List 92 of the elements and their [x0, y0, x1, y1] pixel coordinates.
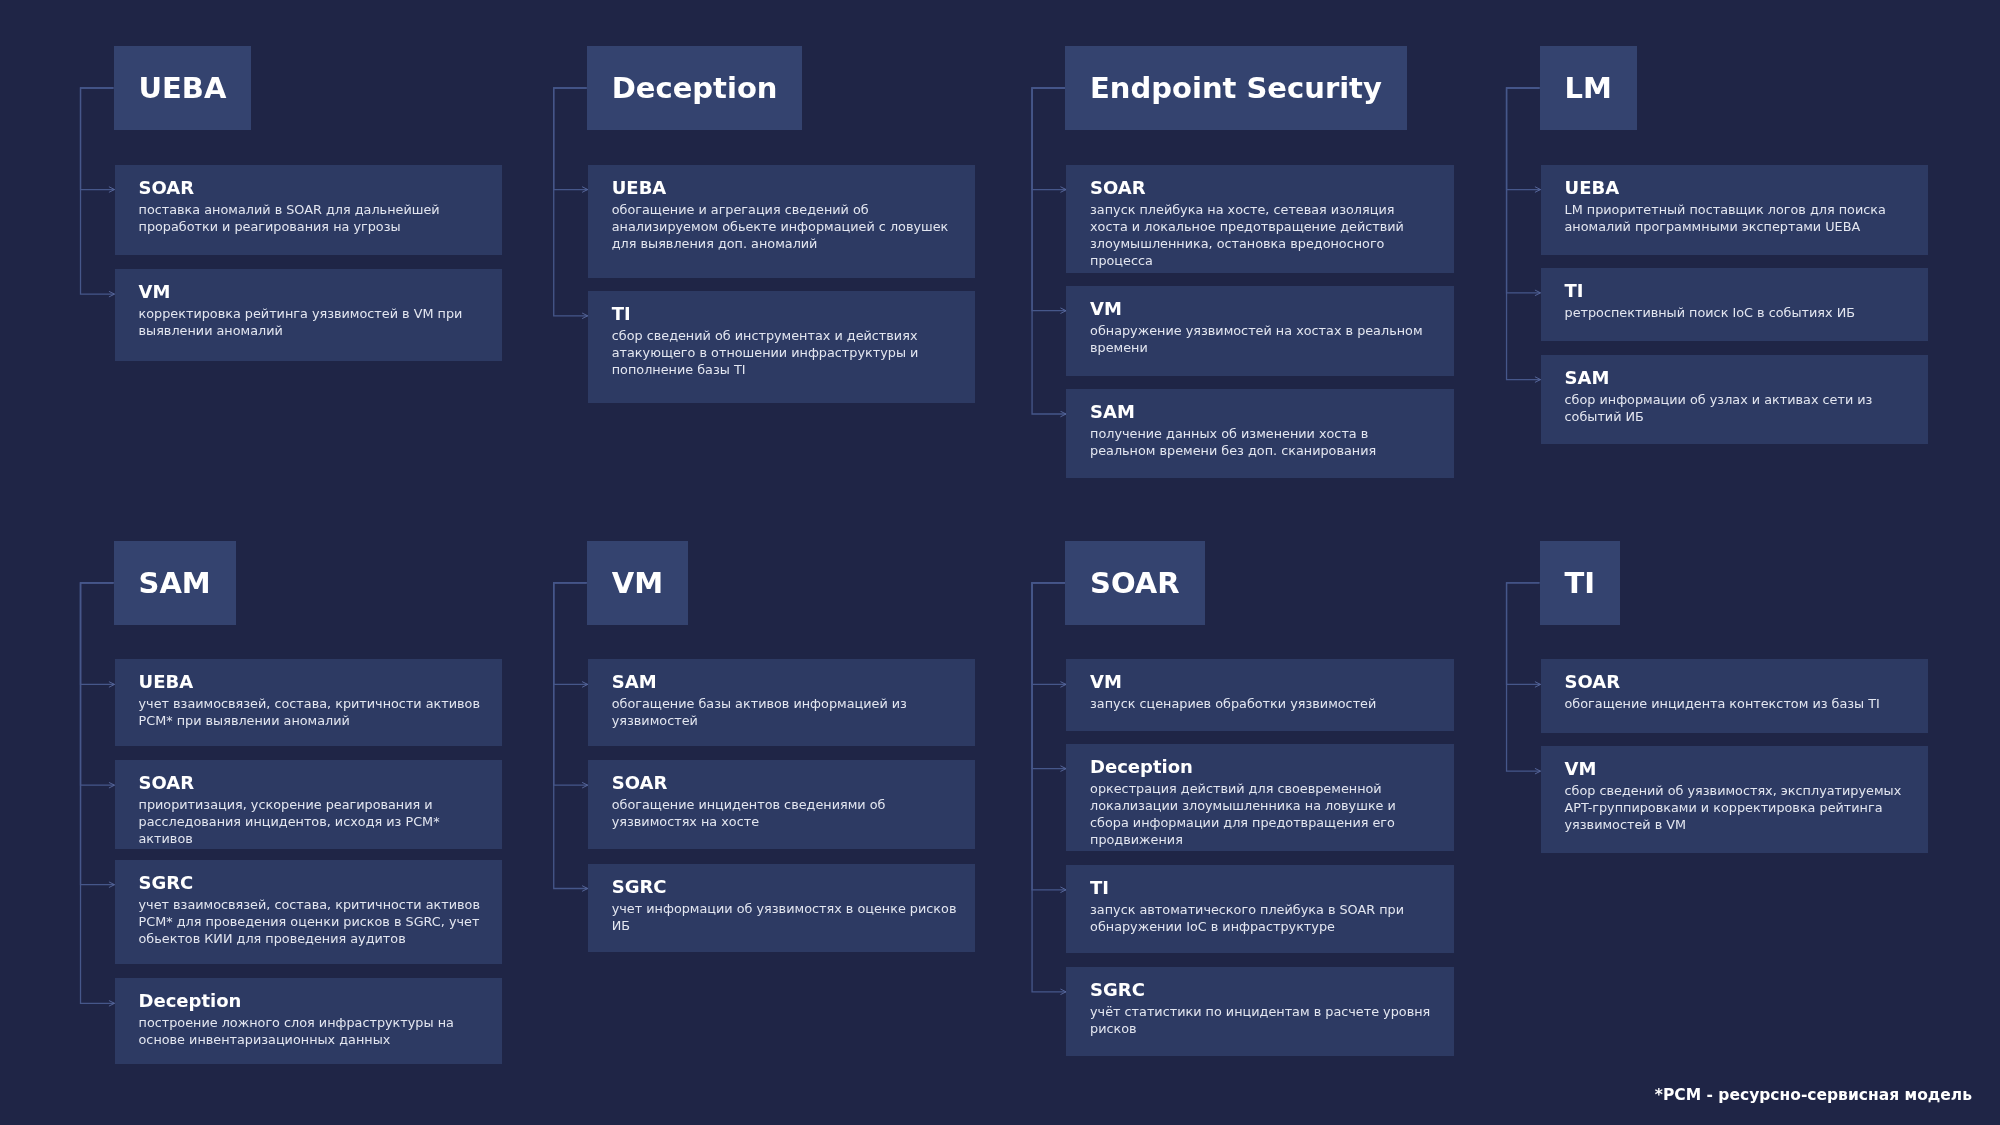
- category-title: Deception: [611, 71, 778, 105]
- integration-card: [114, 269, 503, 361]
- card-title: SOAR: [1090, 176, 1147, 198]
- connector-arrow: [79, 582, 116, 1007]
- integration-card: [1066, 864, 1454, 953]
- category-title: VM: [611, 565, 664, 600]
- card-title: SOAR: [138, 176, 196, 198]
- card-title: SGRC: [611, 875, 668, 897]
- card-title: SOAR: [138, 772, 196, 794]
- category-box: [586, 540, 689, 625]
- card-description: обогащение инцидентов сведениями об уязвимостях на хосте: [611, 796, 887, 831]
- integration-card: [587, 760, 976, 850]
- card-description: учет взаимосвязей, состава, критичности активов РСМ* для проведения оценки рисков в SGRC, учет обьектов КИИ для проведения аудитов: [138, 895, 481, 947]
- card-title: SAM: [1564, 366, 1611, 388]
- connector-arrow: [1505, 87, 1542, 383]
- integration-card: [1066, 164, 1454, 273]
- card-title: VM: [138, 281, 172, 303]
- card-title: SGRC: [1090, 978, 1146, 1000]
- integration-card: [587, 290, 976, 404]
- card-description: обогащение инцидента контекстом из базы TI: [1564, 695, 1881, 713]
- integration-card: [1066, 389, 1454, 479]
- integration-card: [1540, 746, 1929, 854]
- card-title: SOAR: [1564, 671, 1622, 693]
- card-title: SAM: [1090, 401, 1136, 422]
- category-title: LM: [1564, 71, 1612, 105]
- integration-card: [587, 863, 976, 952]
- card-title: TI: [1564, 279, 1585, 301]
- card-description: LM приоритетный поставщик логов для поиска аномалий программными экспертами UEBA: [1564, 200, 1887, 235]
- category-title: Endpoint Security: [1090, 71, 1382, 105]
- integration-card: [1066, 966, 1454, 1057]
- card-description: учет взаимосвязей, состава, критичности активов РСМ* при выявлении аномалий: [138, 695, 481, 730]
- card-title: SOAR: [611, 772, 669, 794]
- category-box: [1065, 45, 1407, 131]
- card-description: поставка аномалий в SOAR для дальнейшей проработки и реагирования на угрозы: [138, 200, 441, 235]
- card-title: UEBA: [611, 176, 668, 198]
- card-title: TI: [611, 302, 632, 324]
- card-title: VM: [1090, 671, 1123, 693]
- integration-card: [1066, 285, 1454, 377]
- integration-card: [1540, 354, 1929, 444]
- card-description: запуск автоматического плейбука в SOAR при обнаружении IoC в инфраструктуре: [1090, 900, 1405, 935]
- integration-card: [114, 760, 503, 850]
- integration-card: [587, 164, 976, 279]
- category-box: [1539, 540, 1621, 625]
- card-description: учет информации об уязвимостях в оценке рисков ИБ: [611, 899, 958, 934]
- card-description: сбор сведений об уязвимостях, эксплуатируемых APT-группировками и корректировка рейтинга уязвимостей в VM: [1564, 782, 1903, 834]
- card-description: запуск плейбука на хосте, сетевая изоляция хоста и локальное предотвращение действий злоумышленника, остановка вредоносного процесса: [1090, 200, 1405, 269]
- integration-card: [114, 659, 503, 747]
- category-box: [113, 45, 252, 131]
- connector-arrow: [553, 582, 589, 892]
- card-description: сбор сведений об инструментах и действиях атакующего в отношении инфраструктуры и пополнение базы TI: [611, 326, 920, 378]
- card-description: корректировка рейтинга уязвимостей в VM при выявлении аномалий: [138, 305, 464, 340]
- integration-card: [114, 978, 503, 1064]
- integration-card: [1066, 659, 1454, 731]
- integration-card: [1540, 164, 1929, 256]
- card-title: VM: [1090, 297, 1123, 319]
- card-description: обогащение базы активов информацией из уязвимостей: [611, 695, 908, 730]
- integration-card: [114, 164, 503, 256]
- card-description: получение данных об изменении хоста в реальном времени без доп. сканирования: [1090, 425, 1378, 459]
- card-description: ретроспективный поиск IoC в событиях ИБ: [1564, 303, 1856, 321]
- card-description: обогащение и агрегация сведений об анализируемом обьекте информацией с ловушек для выявления доп. аномалий: [611, 200, 950, 252]
- card-title: Deception: [1090, 755, 1194, 777]
- integration-card: [587, 659, 976, 747]
- category-box: [1539, 45, 1637, 131]
- integration-card: [1540, 267, 1929, 341]
- card-title: UEBA: [138, 671, 195, 693]
- card-title: Deception: [138, 990, 243, 1012]
- card-description: обнаружение уязвимостей на хостах в реальном времени: [1090, 321, 1424, 356]
- card-title: SGRC: [138, 871, 195, 893]
- card-description: приоритизация, ускорение реагирования и расследования инцидентов, исходя из РСМ* активов: [138, 796, 441, 848]
- integration-card: [1066, 743, 1454, 851]
- card-description: учёт статистики по инцидентам в расчете уровня рисков: [1090, 1002, 1432, 1037]
- category-title: SAM: [138, 565, 211, 600]
- card-description: запуск сценариев обработки уязвимостей: [1090, 695, 1378, 713]
- category-title: SOAR: [1090, 565, 1180, 600]
- card-title: UEBA: [1564, 176, 1621, 198]
- card-description: сбор информации об узлах и активах сети из событий ИБ: [1564, 390, 1874, 425]
- card-description: оркестрация действий для своевременной локализации злоумышленника на ловушке и сбора информации для предотвращения его продвижения: [1090, 779, 1397, 848]
- category-box: [586, 45, 803, 131]
- card-description: построение ложного слоя инфраструктуры на основе инвентаризационных данных: [138, 1014, 455, 1049]
- category-title: TI: [1564, 565, 1596, 600]
- connector-arrow: [79, 87, 116, 298]
- category-box: [1065, 540, 1205, 625]
- card-title: VM: [1564, 758, 1598, 780]
- category-title: UEBA: [138, 71, 227, 105]
- card-title: SAM: [611, 671, 658, 693]
- integration-card: [1540, 659, 1929, 734]
- footnote: *РСМ - ресурсно-сервисная модель: [1654, 1086, 1972, 1104]
- integration-card: [114, 859, 503, 965]
- card-title: TI: [1090, 876, 1111, 898]
- connector-arrow: [1031, 87, 1067, 418]
- category-box: [113, 540, 236, 625]
- connector-arrow: [1505, 582, 1542, 775]
